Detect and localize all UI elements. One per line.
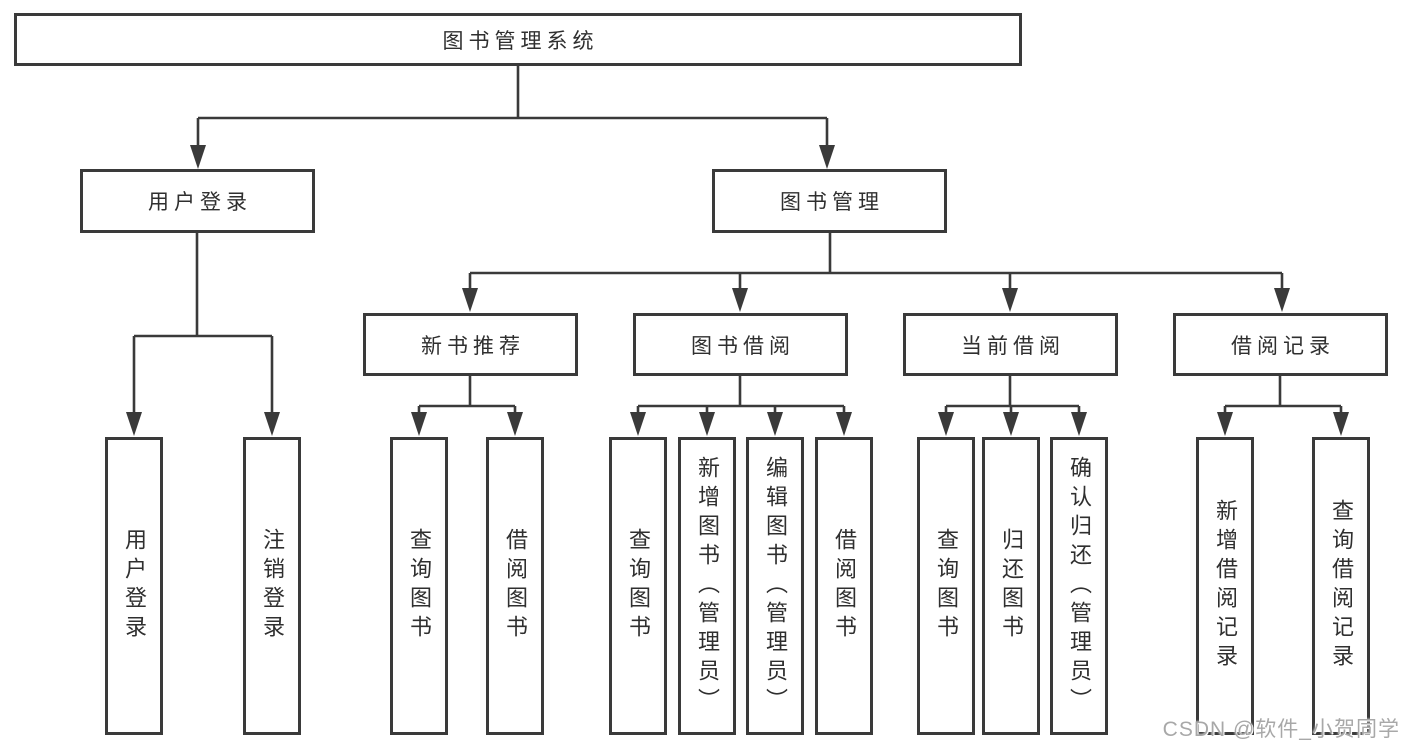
node-label: 查询图书 bbox=[934, 528, 959, 644]
node-current-borrowing: 当前借阅 bbox=[903, 313, 1118, 376]
leaf-edit-books-admin: 编辑图书（管理员） bbox=[746, 437, 804, 735]
leaf-return-books: 归还图书 bbox=[982, 437, 1040, 735]
node-user-login: 用户登录 bbox=[80, 169, 315, 233]
node-label: 图书借阅 bbox=[691, 334, 795, 358]
arrowhead bbox=[699, 412, 715, 436]
node-label: 查询借阅记录 bbox=[1329, 499, 1354, 673]
arrowhead bbox=[938, 412, 954, 436]
node-label: 用户登录 bbox=[148, 191, 252, 214]
node-label: 查询图书 bbox=[626, 528, 651, 644]
node-label: 图书管理系统 bbox=[442, 29, 599, 53]
leaf-add-books-admin: 新增图书（管理员） bbox=[678, 437, 736, 735]
watermark-text: CSDN @软件_小贺同学 bbox=[1162, 718, 1400, 741]
node-new-book-recommendation: 新书推荐 bbox=[363, 313, 578, 376]
node-label: 归还图书 bbox=[999, 528, 1024, 644]
arrowhead bbox=[819, 145, 835, 169]
arrowhead bbox=[1274, 288, 1290, 312]
node-label: 新增图书（管理员） bbox=[695, 455, 720, 717]
arrowhead bbox=[190, 145, 206, 169]
arrowhead bbox=[462, 288, 478, 312]
node-label: 当前借阅 bbox=[961, 334, 1065, 358]
leaf-user-login: 用户登录 bbox=[105, 437, 163, 735]
arrowhead bbox=[1217, 412, 1233, 436]
arrowhead bbox=[126, 412, 142, 436]
arrowhead bbox=[1003, 412, 1019, 436]
node-label: 新书推荐 bbox=[421, 334, 525, 358]
arrowhead bbox=[630, 412, 646, 436]
leaf-logout: 注销登录 bbox=[243, 437, 301, 735]
arrowhead bbox=[767, 412, 783, 436]
leaf-confirm-return-admin: 确认归还（管理员） bbox=[1050, 437, 1108, 735]
leaf-query-books-recommend: 查询图书 bbox=[390, 437, 448, 735]
arrowhead bbox=[264, 412, 280, 436]
arrowhead bbox=[411, 412, 427, 436]
node-label: 查询图书 bbox=[407, 528, 432, 644]
arrowhead bbox=[507, 412, 523, 436]
leaf-borrow-books: 借阅图书 bbox=[815, 437, 873, 735]
node-label: 编辑图书（管理员） bbox=[763, 455, 788, 717]
node-label: 注销登录 bbox=[260, 528, 285, 644]
node-label: 新增借阅记录 bbox=[1213, 499, 1238, 673]
node-borrowing-records: 借阅记录 bbox=[1173, 313, 1388, 376]
leaf-query-books-borrow: 查询图书 bbox=[609, 437, 667, 735]
leaf-query-borrow-record: 查询借阅记录 bbox=[1312, 437, 1370, 735]
node-label: 借阅记录 bbox=[1231, 334, 1335, 358]
node-label: 确认归还（管理员） bbox=[1067, 455, 1092, 717]
node-label: 借阅图书 bbox=[832, 528, 857, 644]
leaf-query-books-current: 查询图书 bbox=[917, 437, 975, 735]
leaf-borrow-books-recommend: 借阅图书 bbox=[486, 437, 544, 735]
arrowhead bbox=[732, 288, 748, 312]
node-label: 用户登录 bbox=[122, 528, 147, 644]
arrowhead bbox=[836, 412, 852, 436]
leaf-add-borrow-record: 新增借阅记录 bbox=[1196, 437, 1254, 735]
node-book-borrowing: 图书借阅 bbox=[633, 313, 848, 376]
arrowhead bbox=[1071, 412, 1087, 436]
node-library-system: 图书管理系统 bbox=[14, 13, 1022, 66]
node-label: 图书管理 bbox=[780, 191, 884, 214]
node-book-management: 图书管理 bbox=[712, 169, 947, 233]
arrowhead bbox=[1333, 412, 1349, 436]
node-label: 借阅图书 bbox=[503, 528, 528, 644]
arrowhead bbox=[1002, 288, 1018, 312]
